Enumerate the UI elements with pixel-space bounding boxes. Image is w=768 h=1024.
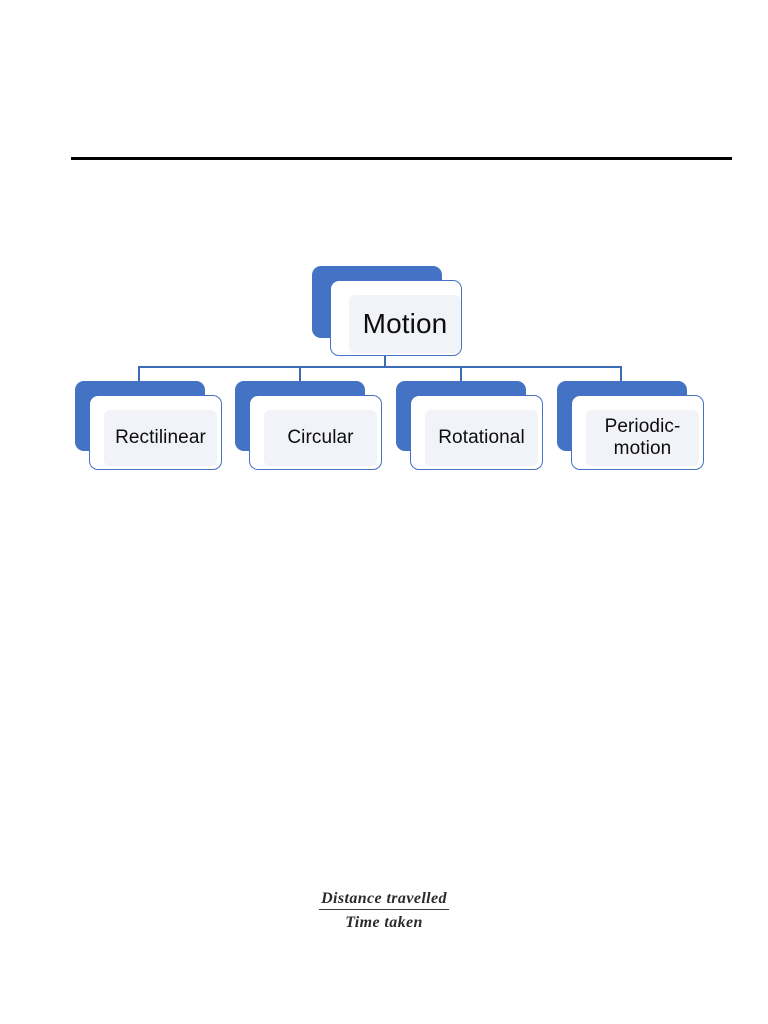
node-card-inner: Rotational xyxy=(425,410,538,466)
node-card: Motion xyxy=(330,280,462,356)
fraction-denominator: Time taken xyxy=(345,914,423,931)
connector-branch-3 xyxy=(460,366,462,384)
horizontal-rule-divider xyxy=(71,157,732,160)
connector-branch-2 xyxy=(299,366,301,384)
fraction-numerator: Distance travelled xyxy=(319,890,449,910)
node-card-inner: Motion xyxy=(349,295,461,353)
node-circular[interactable]: Circular xyxy=(235,381,382,470)
connector-branch-4 xyxy=(620,366,622,384)
node-rotational[interactable]: Rotational xyxy=(396,381,543,470)
node-label-motion: Motion xyxy=(362,308,448,340)
node-label-periodic-motion: Periodic- motion xyxy=(604,415,681,459)
node-periodic-motion[interactable]: Periodic- motion xyxy=(557,381,704,470)
node-card: Rectilinear xyxy=(89,395,222,470)
node-motion[interactable]: Motion xyxy=(312,266,462,356)
node-card-inner: Rectilinear xyxy=(104,410,217,466)
fraction-stack: Distance travelled Time taken xyxy=(319,890,449,932)
node-card: Circular xyxy=(249,395,382,470)
node-card: Periodic- motion xyxy=(571,395,704,470)
connector-branch-1 xyxy=(138,366,140,384)
node-label-rectilinear: Rectilinear xyxy=(115,427,206,449)
node-label-circular: Circular xyxy=(287,427,354,449)
node-rectilinear[interactable]: Rectilinear xyxy=(75,381,222,470)
node-card-inner: Circular xyxy=(264,410,377,466)
node-label-rotational: Rotational xyxy=(438,427,525,449)
connector-horizontal-bus xyxy=(138,366,622,368)
node-card-inner: Periodic- motion xyxy=(586,410,699,466)
connector-root-stem xyxy=(384,353,386,367)
node-card: Rotational xyxy=(410,395,543,470)
speed-formula-fraction: Distance travelled Time taken xyxy=(0,890,768,932)
